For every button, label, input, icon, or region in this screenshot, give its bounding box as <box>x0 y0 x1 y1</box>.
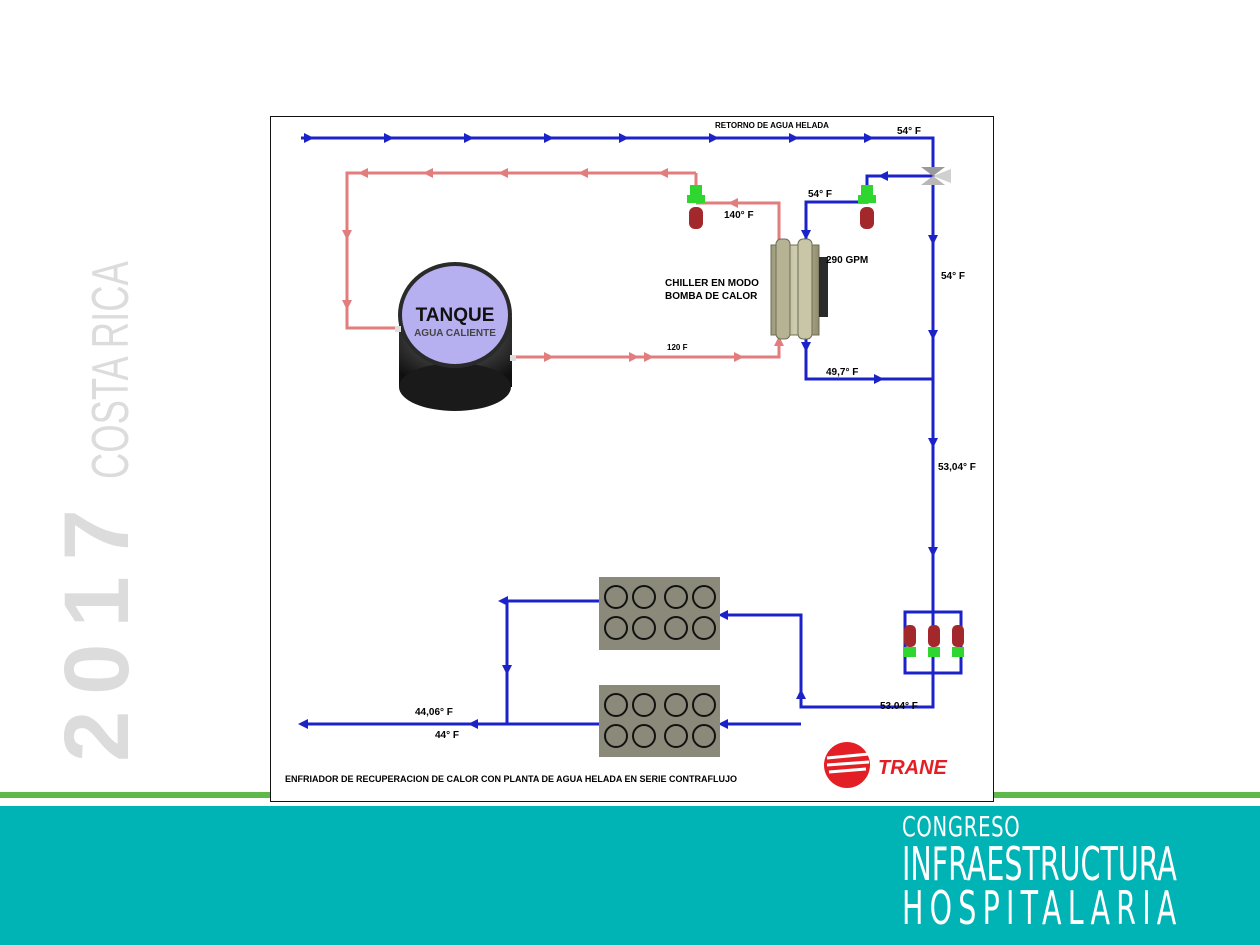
footer-band <box>0 806 1260 945</box>
label-return: RETORNO DE AGUA HELADA <box>715 121 829 130</box>
tank-title: TANQUE <box>416 305 495 326</box>
label-t-out-1: 44,06° F <box>415 707 453 718</box>
diagram-svg: RETORNO DE AGUA HELADA 54° F 54° F 54° F… <box>285 121 976 788</box>
chiller-icon <box>770 238 828 340</box>
valve-chilled-icon <box>858 185 876 229</box>
three-way-valve-icon <box>921 167 951 185</box>
chiller-unit-lower-icon <box>599 685 720 757</box>
side-watermark: 2017 COSTA RICA <box>45 225 148 761</box>
label-t-riser: 54° F <box>941 271 965 282</box>
label-t-chiller-in: 54° F <box>808 189 832 200</box>
tank-subtitle: AGUA CALIENTE <box>414 328 496 339</box>
label-t-out-2: 44° F <box>435 730 459 741</box>
chilled-water-arrows <box>298 133 938 729</box>
tank-icon <box>395 262 516 411</box>
chiller-unit-upper-icon <box>599 577 720 650</box>
valve-hot-icon <box>687 185 705 229</box>
label-t-mix: 53,04° F <box>938 462 976 473</box>
pump-valves-icon <box>904 625 964 657</box>
hot-water-arrows <box>342 168 784 362</box>
congress-line-2: INFRAESTRUCTURA <box>902 837 1177 891</box>
label-t-hot-supply: 140° F <box>724 210 754 221</box>
label-chiller-2: BOMBA DE CALOR <box>665 291 758 302</box>
side-country: COSTA RICA <box>82 261 140 480</box>
trane-text: TRANE <box>878 757 948 779</box>
footer-gap <box>0 798 1260 806</box>
diagram-caption: ENFRIADOR DE RECUPERACION DE CALOR CON P… <box>285 774 737 784</box>
chiller-diagram: RETORNO DE AGUA HELADA 54° F 54° F 54° F… <box>270 116 994 802</box>
label-t-chiller-out: 49,7° F <box>826 367 858 378</box>
congress-line-3: HOSPITALARIA <box>902 881 1183 935</box>
label-t-hot-return: 120 F <box>667 343 688 352</box>
label-chiller-1: CHILLER EN MODO <box>665 278 759 289</box>
trane-logo: TRANE <box>824 742 948 788</box>
label-t-return: 54° F <box>897 126 921 137</box>
label-gpm: 290 GPM <box>826 255 868 266</box>
label-t-to-chillers: 53.04° F <box>880 701 918 712</box>
side-year: 2017 <box>46 493 148 762</box>
congress-line-1: CONGRESO <box>902 810 1021 843</box>
congress-logo: CONGRESO INFRAESTRUCTURA HOSPITALARIA <box>902 810 1260 935</box>
